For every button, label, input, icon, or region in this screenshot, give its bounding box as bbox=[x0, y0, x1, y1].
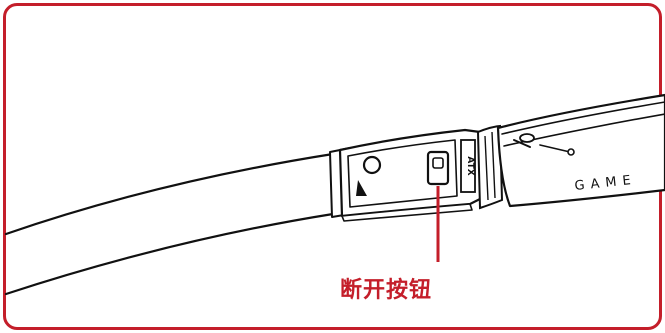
strap bbox=[4, 152, 335, 296]
callout-label: 断开按钮 bbox=[340, 278, 433, 303]
pouch-brand-text: GAME bbox=[574, 173, 638, 194]
buckle-brand-text: ATX bbox=[465, 156, 475, 175]
pouch bbox=[496, 93, 665, 208]
release-button-icon bbox=[426, 150, 450, 186]
buckle-brand-tab: ATX bbox=[460, 139, 476, 193]
buckle-hole-icon bbox=[356, 155, 382, 196]
connector-collar bbox=[476, 124, 504, 210]
